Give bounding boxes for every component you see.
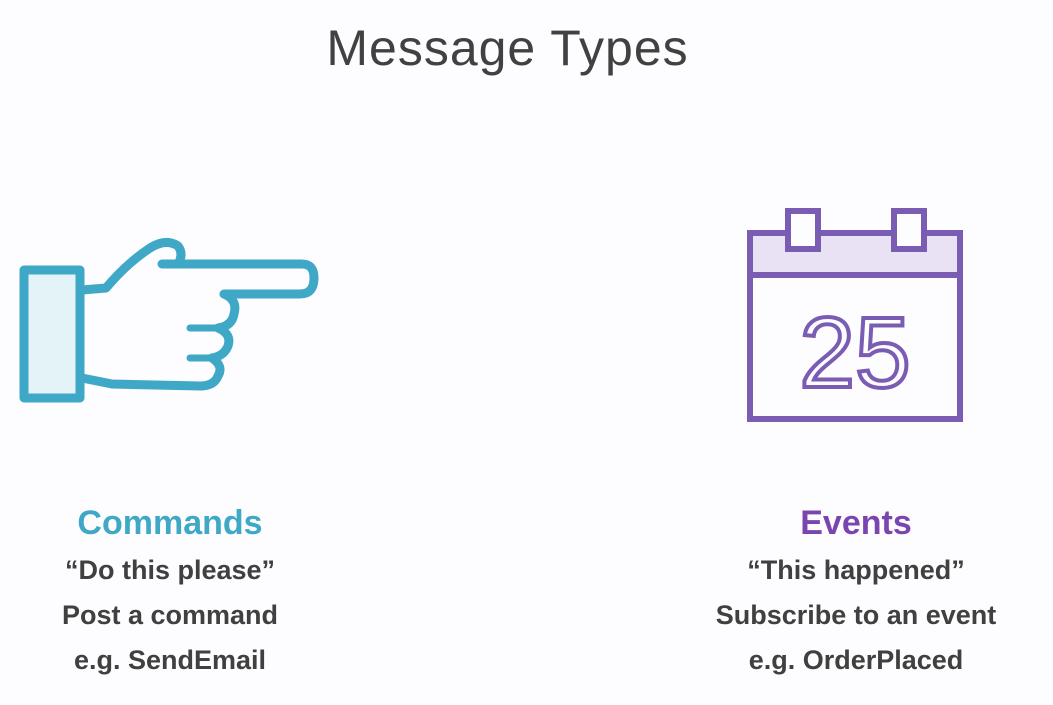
pointing-hand-icon xyxy=(19,238,319,403)
events-heading: Events xyxy=(800,504,912,542)
commands-example: e.g. SendEmail xyxy=(73,645,267,675)
events-column: Events “This happened” Subscribe to an e… xyxy=(680,500,1032,683)
events-example: e.g. OrderPlaced xyxy=(748,645,964,675)
commands-column: Commands “Do this please” Post a command… xyxy=(10,500,330,683)
slide-title: Message Types xyxy=(326,20,689,76)
commands-heading: Commands xyxy=(77,504,263,542)
calendar-icon: 25 xyxy=(747,208,963,422)
events-action: Subscribe to an event xyxy=(715,600,997,630)
calendar-day-number: 25 xyxy=(799,297,910,409)
commands-quote: “Do this please” xyxy=(64,555,276,585)
commands-action: Post a command xyxy=(61,600,279,630)
events-quote: “This happened” xyxy=(747,555,965,585)
